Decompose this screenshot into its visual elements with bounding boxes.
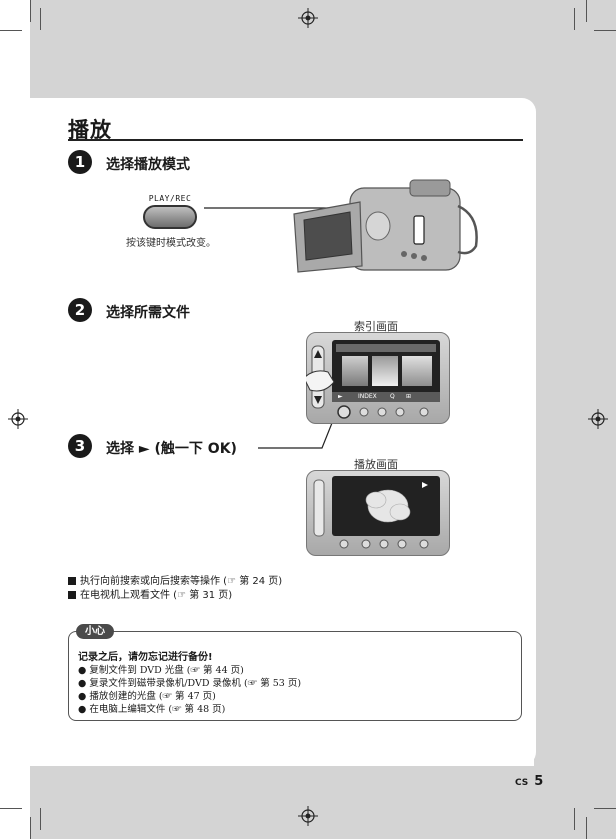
playback-screen-label: 播放画面 [354,458,398,471]
page-number: 5 [534,774,544,789]
crop-mark [0,30,22,31]
page-background-top [30,0,616,112]
play-rec-button-illustration: PLAY/REC [140,194,200,229]
thumbnail [402,356,432,386]
index-zoom-button: Q [390,393,395,400]
step-1-text: 选择播放模式 [106,157,190,173]
page-background-right [534,0,616,795]
caution-item: ● 复制文件到 DVD 光盘 (☞ 第 44 页) [78,665,244,676]
thumbnail [372,356,398,386]
playback-screen-content [313,479,429,549]
index-index-button: INDEX [358,393,377,400]
crop-mark [594,30,616,31]
camcorder-icon [293,179,478,273]
note-item: 执行向前搜索或向后搜索等操作 (☞ 第 24 页) [68,575,282,589]
caution-heading: 记录之后，请勿忘记进行备份! [78,652,213,663]
crop-mark [30,0,31,22]
caution-box [68,631,522,721]
notes-list: 执行向前搜索或向后搜索等操作 (☞ 第 24 页) 在电视机上观看文件 (☞ 第… [68,575,282,603]
crop-mark [40,808,41,830]
square-bullet-icon [68,591,76,599]
caution-body: 记录之后，请勿忘记进行备份! ● 复制文件到 DVD 光盘 (☞ 第 44 页)… [78,651,301,716]
registration-mark-icon [298,8,318,28]
caution-item: ● 在电脑上编辑文件 (☞ 第 48 页) [78,704,226,715]
page-title: 播放 [68,118,112,142]
step-3-text: 选择 ► (触一下 OK) [106,441,237,457]
index-grid-button: ⊞ [406,393,412,400]
registration-mark-icon [298,806,318,826]
index-screen-controls [306,345,429,419]
crop-mark [586,0,587,22]
play-rec-button [143,205,197,229]
page-footer: CS 5 [515,770,543,789]
crop-mark [40,8,41,30]
index-button-bar: ► INDEX Q ⊞ [332,392,440,402]
play-rec-label: PLAY/REC [148,194,192,203]
button-caption: 按该键时模式改变。 [126,238,216,249]
thumbnail [342,356,368,386]
caution-item: ● 复录文件到磁带录像机/DVD 录像机 (☞ 第 53 页) [78,678,302,689]
square-bullet-icon [68,577,76,585]
crop-mark [0,808,22,809]
page-background-bottom [30,766,616,839]
crop-mark [574,8,575,30]
crop-mark [574,808,575,830]
registration-mark-icon [8,409,28,429]
index-screen [332,340,440,400]
step-number-3: 3 [68,434,92,458]
registration-mark-icon [588,409,608,429]
crop-mark [594,808,616,809]
language-code: CS [515,778,529,788]
caution-item: ● 播放创建的光盘 (☞ 第 47 页) [78,691,216,702]
crop-mark [30,817,31,839]
step-2-text: 选择所需文件 [106,305,190,321]
index-screen-label: 索引画面 [354,320,398,333]
step-number-1: 1 [68,150,92,174]
title-divider [68,139,523,141]
caution-tab: 小心 [76,624,114,639]
index-play-button: ► [338,393,343,400]
index-header-bar [336,344,436,352]
note-item: 在电视机上观看文件 (☞ 第 31 页) [68,589,282,603]
step-number-2: 2 [68,298,92,322]
crop-mark [586,817,587,839]
